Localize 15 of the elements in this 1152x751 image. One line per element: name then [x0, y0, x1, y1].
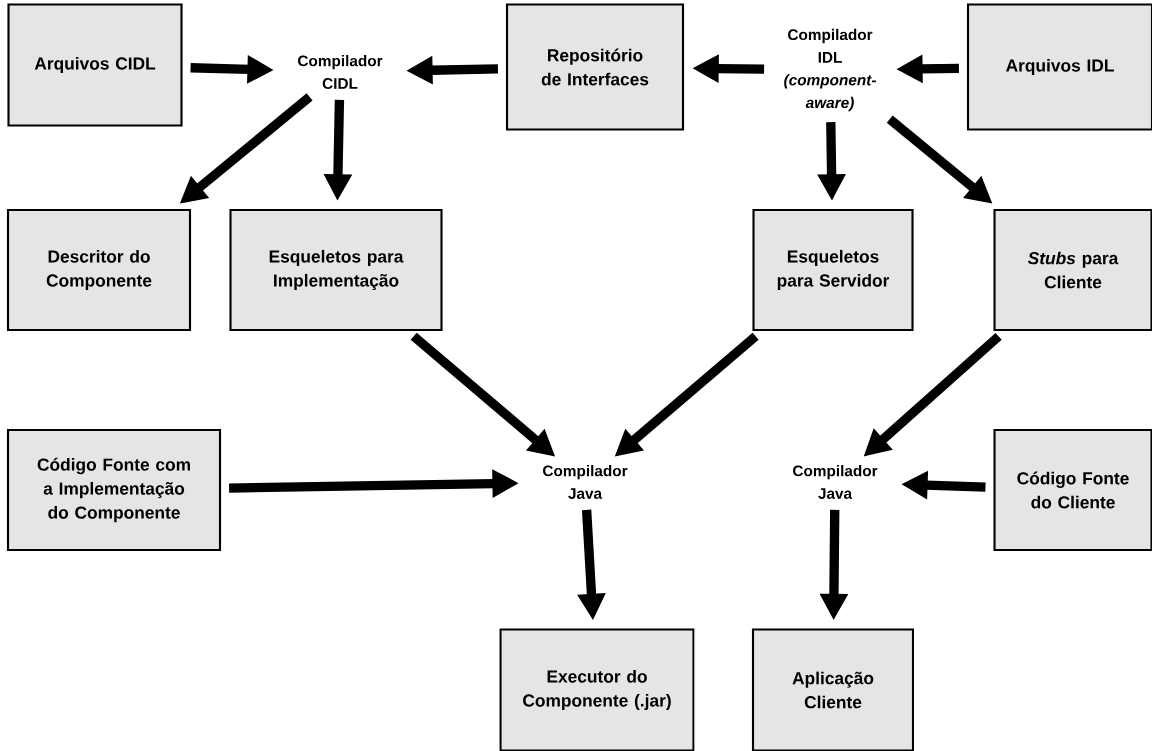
compiler-label: Compilador CIDL [298, 55, 383, 89]
process-box: Descritor do Componente [6, 208, 192, 332]
process-box: Repositório de Interfaces [505, 3, 685, 131]
process-box: Executor do Componente (.jar) [499, 628, 695, 751]
process-box: Código Fonte com a Implementação do Componente [6, 428, 222, 552]
process-box: Código Fonte do Cliente [993, 428, 1152, 552]
process-box: Esqueletos para Servidor [752, 208, 914, 332]
process-box: Esqueletos para Implementação [229, 208, 443, 332]
process-box: Aplicação Cliente [751, 628, 915, 751]
compiler-label: Compilador Java [543, 465, 628, 499]
process-box: Arquivos IDL [966, 3, 1152, 131]
compiler-label: Compilador IDL (component-aware) [784, 28, 876, 112]
process-box: Arquivos CIDL [7, 3, 183, 127]
compiler-label: Compilador Java [793, 465, 878, 499]
process-box: Stubs para Cliente [993, 208, 1152, 332]
